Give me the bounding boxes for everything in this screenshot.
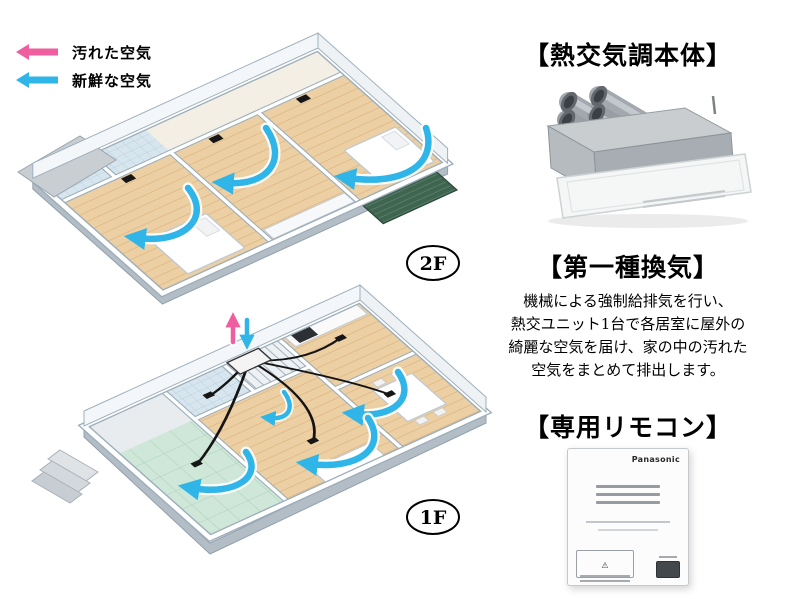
floorplan-diagram: 2F	[17, 31, 493, 555]
fresh-air-arrow	[211, 124, 279, 195]
fresh-air-arrow	[177, 448, 255, 501]
power-button	[656, 561, 680, 578]
remote-section-title: 【専用リモコン】	[523, 413, 732, 442]
ceiling-vent	[383, 390, 397, 398]
ceiling-vent	[306, 436, 320, 445]
floor-label-1f: 1F	[406, 499, 460, 535]
remote-control-photo: Panasonic ⚠	[567, 448, 689, 586]
remote-vent-slats	[596, 485, 660, 509]
ceiling-vent	[120, 174, 137, 184]
power-control	[656, 556, 680, 578]
remote-caption-line	[586, 521, 670, 523]
first-floor-label: 1F	[420, 507, 447, 529]
first-floor-slab-edge	[83, 411, 487, 555]
unit-shadow	[548, 214, 748, 228]
warning-label: ⚠	[576, 550, 634, 582]
fresh-air-arrow	[333, 124, 432, 191]
floor-label-2f: 2F	[406, 245, 460, 281]
remote-caption-line	[598, 529, 658, 531]
heat-exchange-unit	[225, 347, 273, 375]
entrance-hall	[83, 390, 195, 455]
legend-row-dirty: 汚れた空気	[16, 42, 152, 62]
cooktop	[291, 326, 319, 344]
description-line: 機械による強制給排気を行い、	[523, 292, 733, 310]
warning-icon: ⚠	[601, 561, 609, 570]
fresh-air-flow-1f	[177, 366, 410, 501]
description-line: 綺麗な空気を届け、家の中の汚れた	[508, 338, 748, 356]
ceiling-vent	[202, 391, 216, 400]
power-label	[659, 556, 677, 558]
hanging-bracket	[711, 95, 717, 115]
chair	[413, 415, 430, 426]
ceiling-panel	[556, 153, 752, 219]
air-legend: 汚れた空気 新鮮な空気	[16, 42, 152, 98]
ceiling-vent	[190, 459, 203, 468]
heat-exchange-unit-photo	[546, 85, 752, 228]
ceiling-vent	[334, 334, 347, 342]
tatami-room	[116, 419, 289, 539]
entrance-steps	[31, 449, 99, 504]
chair	[432, 407, 449, 417]
bed	[149, 213, 245, 274]
unit-section-title: 【熱交気調本体】	[523, 41, 732, 70]
duct-network	[190, 334, 397, 468]
ventilation-description: 機械による強制給排気を行い、 熱交ユニット1台で各居室に屋外の 綺麗な空気を届け…	[470, 290, 786, 382]
description-line: 空気をまとめて排出します。	[531, 361, 725, 379]
ventilation-section-title: 【第一種換気】	[536, 253, 719, 282]
fresh-air-flow-2f	[123, 122, 434, 250]
chair	[371, 377, 388, 388]
remote-control-panel: ⚠	[576, 544, 680, 582]
ceiling-vent	[295, 94, 311, 104]
back-wall	[317, 31, 449, 165]
hallway	[143, 48, 346, 153]
description-line: 熱交ユニット1台で各居室に屋外の	[510, 315, 746, 333]
second-floor-label: 2F	[420, 253, 447, 275]
dirty-air-label: 汚れた空気	[72, 43, 153, 62]
ceiling-vent	[208, 134, 224, 144]
fresh-air-arrow	[123, 184, 201, 250]
fresh-air-arrow	[295, 414, 378, 476]
fresh-air-arrow-icon	[16, 72, 58, 88]
unit-air-arrows	[225, 312, 255, 350]
legend-row-fresh: 新鮮な空気	[16, 70, 152, 90]
fresh-air-label: 新鮮な空気	[72, 71, 153, 90]
dirty-air-arrow-icon	[16, 44, 58, 60]
air-ducts	[195, 337, 391, 466]
brand-logo: Panasonic	[631, 455, 680, 464]
fresh-air-arrow	[260, 389, 292, 427]
back-wall	[359, 283, 487, 414]
pillow	[381, 130, 411, 151]
info-column: 【熱交気調本体】	[470, 0, 786, 599]
